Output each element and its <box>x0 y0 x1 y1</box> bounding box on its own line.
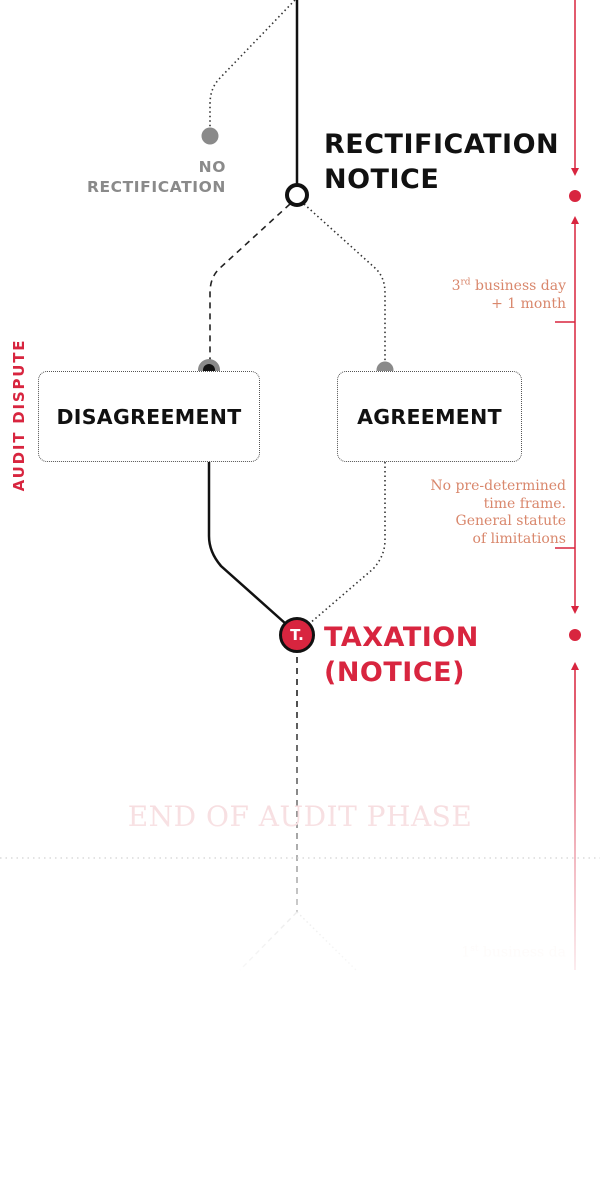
audit-dispute-label: AUDIT DISPUTE <box>10 338 28 492</box>
no-time-frame-line1: No pre-determined <box>430 478 566 494</box>
deadline-note: 3rd business day + 1 month <box>452 278 566 313</box>
deadline-ordinal-suffix: rd <box>460 277 471 288</box>
timeline-arrow-up-2 <box>571 216 579 224</box>
deadline-line1-rest: business day <box>470 278 566 294</box>
timeline-dot-2 <box>569 629 581 641</box>
timeline-arrow-down-2 <box>571 606 579 614</box>
no-rectification-path <box>209 0 296 130</box>
deadline-note-line2: + 1 month <box>491 295 566 312</box>
timeline-arrow-down-1 <box>571 168 579 176</box>
rectification-notice-node <box>285 183 309 207</box>
taxation-node: T. <box>279 617 315 653</box>
no-time-frame-line2: time frame. <box>483 495 566 512</box>
disagreement-branch-path <box>209 203 291 360</box>
agreement-to-taxation-path <box>308 462 386 625</box>
taxation-title: TAXATION (NOTICE) <box>324 620 479 690</box>
faded-ordinal-number: 1 <box>461 944 471 961</box>
no-rectification-line2: RECTIFICATION <box>86 178 226 196</box>
disagreement-to-taxation-path <box>207 462 287 625</box>
no-time-frame-line3: General statute <box>455 513 566 529</box>
rectification-notice-line1: RECTIFICATION <box>324 129 560 160</box>
no-rectification-line1: NO <box>198 158 226 176</box>
faded-split-right <box>296 911 357 971</box>
timeline-arrow-up-3 <box>571 662 579 670</box>
agreement-label: AGREEMENT <box>357 404 502 429</box>
rectification-notice-line2: NOTICE <box>324 164 440 195</box>
faded-next-note: 1st business da <box>461 944 566 961</box>
no-rectification-caption: NO RECTIFICATION <box>87 157 226 197</box>
taxation-icon: T. <box>290 625 304 644</box>
no-time-frame-note: No pre-determined time frame. General st… <box>430 478 566 548</box>
no-rectification-dot <box>201 127 219 145</box>
deadline-note-line1: 3rd business day <box>452 278 566 296</box>
rectification-notice-title: RECTIFICATION NOTICE <box>324 127 559 197</box>
agreement-box: AGREEMENT <box>337 371 522 462</box>
faded-rest: business da <box>478 944 566 961</box>
agreement-branch-path <box>303 203 386 362</box>
faded-split-left <box>239 911 298 971</box>
end-of-audit-phase-title: END OF AUDIT PHASE <box>127 800 473 833</box>
no-time-frame-line4: of limitations <box>472 530 566 547</box>
disagreement-box: DISAGREEMENT <box>38 371 260 462</box>
taxation-line2: (NOTICE) <box>324 657 465 688</box>
timeline-dot-1 <box>569 190 581 202</box>
deadline-ordinal-number: 3 <box>451 278 461 294</box>
taxation-line1: TAXATION <box>324 622 479 653</box>
disagreement-label: DISAGREEMENT <box>56 404 242 429</box>
